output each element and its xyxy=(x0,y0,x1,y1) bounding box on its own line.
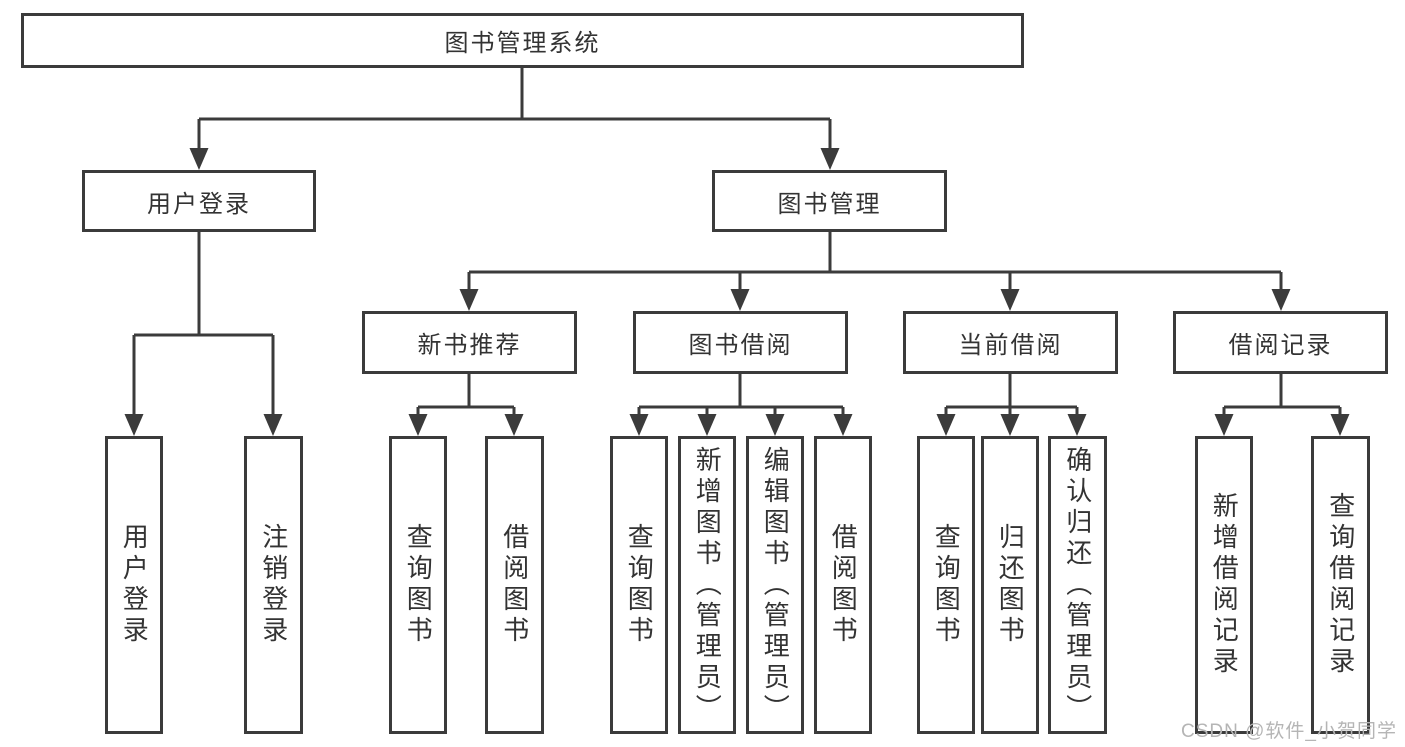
leaf-logout: 注销登录 xyxy=(244,436,303,734)
leaf-return-books-label: 归还图书 xyxy=(995,523,1026,647)
node-user-login: 用户登录 xyxy=(82,170,316,232)
node-book-management-label: 图书管理 xyxy=(777,190,882,218)
leaf-add-books-admin-label: 新增图书（管理员） xyxy=(692,445,723,725)
leaf-query-books-borrow-label: 查询图书 xyxy=(624,523,655,647)
node-book-management: 图书管理 xyxy=(712,170,947,232)
leaf-borrow-books-recommend-label: 借阅图书 xyxy=(499,523,530,647)
node-root: 图书管理系统 xyxy=(21,13,1024,68)
leaf-logout-label: 注销登录 xyxy=(258,523,289,647)
leaf-query-borrow-record: 查询借阅记录 xyxy=(1311,436,1370,734)
leaf-user-login-label: 用户登录 xyxy=(119,523,150,647)
leaf-query-books-recommend-label: 查询图书 xyxy=(403,523,434,647)
leaf-add-borrow-record-label: 新增借阅记录 xyxy=(1209,492,1240,678)
leaf-user-login: 用户登录 xyxy=(105,436,163,734)
csdn-watermark: CSDN @软件_小贺同学 xyxy=(1181,721,1397,742)
leaf-query-borrow-record-label: 查询借阅记录 xyxy=(1325,492,1356,678)
leaf-confirm-return-admin: 确认归还（管理员） xyxy=(1048,436,1107,734)
leaf-return-books: 归还图书 xyxy=(981,436,1039,734)
leaf-query-books-current: 查询图书 xyxy=(917,436,975,734)
node-user-login-label: 用户登录 xyxy=(147,190,251,218)
node-new-book-recommend-label: 新书推荐 xyxy=(417,332,522,359)
node-current-borrow: 当前借阅 xyxy=(903,311,1118,374)
leaf-confirm-return-admin-label: 确认归还（管理员） xyxy=(1062,445,1093,725)
node-borrow-records-label: 借阅记录 xyxy=(1228,332,1333,359)
node-book-borrow: 图书借阅 xyxy=(633,311,848,374)
node-book-borrow-label: 图书借阅 xyxy=(688,332,793,359)
leaf-add-books-admin: 新增图书（管理员） xyxy=(678,436,736,734)
leaf-borrow-books-label: 借阅图书 xyxy=(828,523,859,647)
node-borrow-records: 借阅记录 xyxy=(1173,311,1388,374)
leaf-query-books-borrow: 查询图书 xyxy=(610,436,668,734)
leaf-query-books-current-label: 查询图书 xyxy=(931,523,962,647)
node-current-borrow-label: 当前借阅 xyxy=(958,332,1063,359)
leaf-edit-books-admin: 编辑图书（管理员） xyxy=(746,436,804,734)
leaf-edit-books-admin-label: 编辑图书（管理员） xyxy=(760,445,791,725)
leaf-borrow-books: 借阅图书 xyxy=(814,436,872,734)
node-new-book-recommend: 新书推荐 xyxy=(362,311,577,374)
node-root-label: 图书管理系统 xyxy=(444,30,601,57)
leaf-add-borrow-record: 新增借阅记录 xyxy=(1195,436,1253,734)
leaf-borrow-books-recommend: 借阅图书 xyxy=(485,436,544,734)
leaf-query-books-recommend: 查询图书 xyxy=(389,436,447,734)
